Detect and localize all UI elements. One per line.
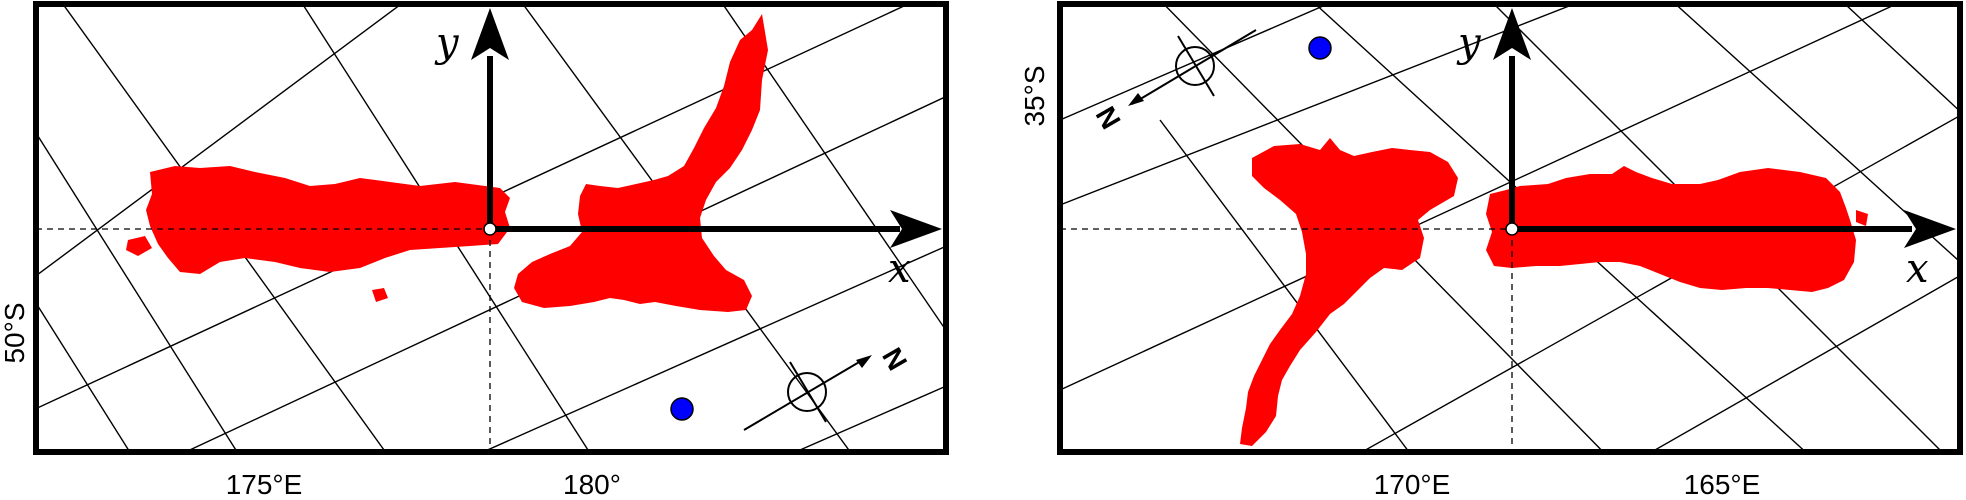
left-landmass-west — [146, 166, 510, 274]
left-north-label: N — [876, 343, 913, 376]
right-landmass-east-islet — [1856, 210, 1868, 226]
right-tick-170E: 170°E — [1374, 469, 1451, 500]
right-x-arrowhead — [1904, 210, 1956, 248]
left-map-axes — [471, 8, 942, 248]
marker-dot-icon — [1308, 36, 1332, 60]
right-x-axis-name: x — [1906, 246, 1929, 292]
compass-rose-icon — [743, 355, 872, 431]
right-tick-165E: 165°E — [1684, 469, 1761, 500]
compass-rose-icon — [1128, 29, 1257, 106]
left-tick-175E: 175°E — [226, 469, 303, 500]
right-y-axis-name: y — [1456, 20, 1482, 66]
right-map-reference-lines — [1060, 228, 1513, 452]
left-x-arrowhead — [890, 210, 942, 248]
left-x-axis-name: x — [888, 246, 911, 292]
right-north-label: N — [1090, 101, 1127, 134]
left-map-land — [126, 14, 768, 312]
right-landmass-west — [1240, 138, 1458, 446]
right-map-axes — [1493, 8, 1956, 248]
left-tick-180: 180° — [563, 469, 621, 500]
right-map-frame — [1057, 1, 1963, 455]
left-landmass-east — [514, 14, 768, 312]
right-tick-35S: 35°S — [1019, 65, 1050, 126]
left-y-arrowhead — [471, 8, 509, 60]
left-map-frame — [33, 1, 949, 455]
left-map-panel: x y N 175°E 180° 50°S — [0, 1, 949, 500]
right-map-land — [1240, 138, 1868, 446]
left-landmass-west-islet2 — [372, 288, 388, 302]
left-landmass-west-islet — [126, 236, 152, 256]
origin-dot-icon — [1505, 222, 1519, 236]
marker-dot-icon — [670, 397, 694, 421]
left-tick-50S: 50°S — [0, 302, 30, 363]
origin-dot-icon — [483, 222, 497, 236]
right-map-panel: x y N 170°E 165°E 35°S — [1019, 1, 1963, 500]
left-y-axis-name: y — [434, 20, 460, 66]
left-map-reference-lines — [36, 228, 491, 452]
right-y-arrowhead — [1493, 8, 1531, 60]
